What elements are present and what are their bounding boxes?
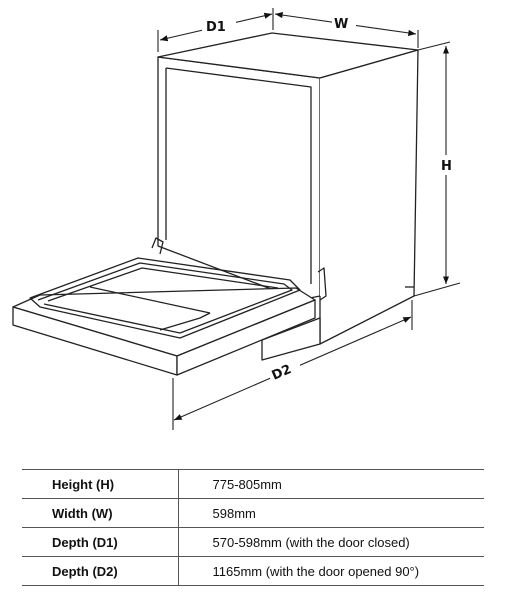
cabinet-front: [157, 56, 321, 301]
dishwasher-outline: [12, 32, 419, 376]
row-label-depth-d2: Depth (D2): [22, 556, 179, 586]
row-label-height: Height (H): [22, 469, 179, 499]
row-value-depth-d2: 1165mm (with the door opened 90°): [178, 556, 484, 586]
row-label-depth-d1: Depth (D1): [22, 527, 179, 557]
row-value-width: 598mm: [178, 498, 484, 528]
table-row: Depth (D2) 1165mm (with the door opened …: [22, 556, 484, 586]
dishwasher-dimension-diagram: D1 W H D2: [12, 8, 461, 430]
right-hinge: [317, 267, 327, 301]
row-label-width: Width (W): [22, 498, 179, 528]
table-row: Depth (D1) 570-598mm (with the door clos…: [22, 527, 484, 557]
cabinet-side: [319, 49, 419, 345]
door-tray: [29, 257, 301, 339]
label-d1: D1: [206, 20, 226, 35]
row-value-depth-d1: 570-598mm (with the door closed): [178, 527, 484, 557]
dimension-spec-table: Height (H) 775-805mm Width (W) 598mm Dep…: [22, 469, 484, 586]
label-d2: D2: [270, 362, 294, 384]
table-row: Width (W) 598mm: [22, 498, 484, 528]
dimension-text: D1 W H D2: [202, 14, 456, 384]
cabinet-inner-frame: [165, 67, 312, 284]
table-row: Height (H) 775-805mm: [22, 469, 484, 499]
label-h: H: [441, 159, 452, 174]
left-hinge: [151, 237, 164, 255]
row-value-height: 775-805mm: [178, 469, 484, 499]
label-w: W: [334, 17, 348, 32]
